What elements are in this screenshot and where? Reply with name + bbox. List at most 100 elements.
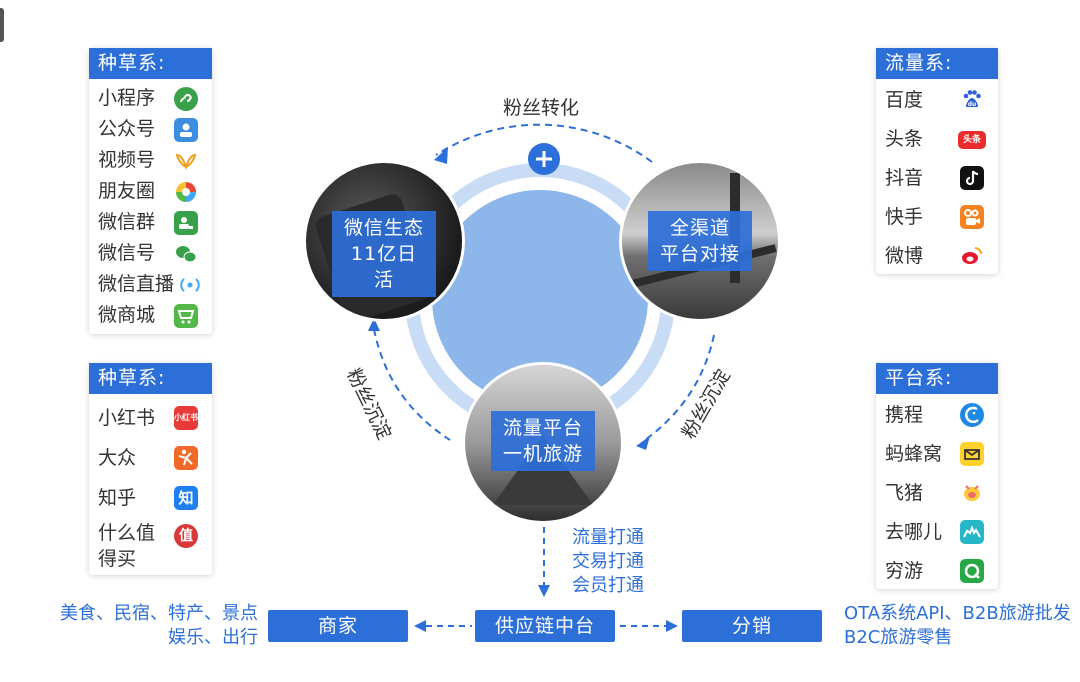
list-item-douyin[interactable]: 抖音 <box>876 159 998 198</box>
channels-label-line1: 全渠道 <box>669 217 730 239</box>
platform-label-line2: 一机旅游 <box>502 443 583 465</box>
list-item-xiaohongshu[interactable]: 小红书 小红书 <box>89 398 212 438</box>
item-label: 小红书 <box>98 407 156 429</box>
item-label: 穷游 <box>885 560 924 582</box>
left-dashed-arrow <box>414 620 472 632</box>
weibo-icon <box>960 244 984 268</box>
item-label: 携程 <box>885 404 924 426</box>
store-cart-icon <box>174 304 198 328</box>
right-dashed-arrow <box>620 620 678 632</box>
list-item-smzdm[interactable]: 什么值得买 值 <box>89 518 212 578</box>
item-label: 抖音 <box>885 167 924 189</box>
item-label: 公众号 <box>98 118 156 140</box>
window-edge-marker <box>0 8 4 42</box>
list-item-fliggy[interactable]: 飞猪 <box>876 474 998 513</box>
wechat-label-line1: 微信生态 <box>343 217 424 239</box>
platform-label: 流量平台 一机旅游 <box>491 411 595 471</box>
list-item-channels[interactable]: 视频号 <box>89 145 212 176</box>
baidu-paw-icon: du <box>960 88 984 112</box>
item-label: 什么值得买 <box>98 522 156 570</box>
merchant-categories: 美食、民宿、特产、景点 娱乐、出行 <box>22 602 258 650</box>
platform-label-line1: 流量平台 <box>502 417 583 439</box>
panel-title: 平台系: <box>876 363 998 394</box>
list-item-zhihu[interactable]: 知乎 知 <box>89 478 212 518</box>
channels-photo-circle[interactable]: 全渠道 平台对接 <box>622 163 778 319</box>
dianping-icon <box>174 446 198 470</box>
left-dashed-arc <box>373 328 451 441</box>
top-dashed-arc <box>435 123 653 163</box>
wechat-label: 微信生态 11亿日活 <box>332 211 436 297</box>
list-item-wechat-group[interactable]: 微信群 <box>89 207 212 238</box>
list-item-ctrip[interactable]: 携程 <box>876 396 998 435</box>
official-account-icon <box>174 118 198 142</box>
item-label: 知乎 <box>98 487 137 509</box>
distribution-box[interactable]: 分销 <box>682 610 822 642</box>
item-label: 飞猪 <box>885 482 924 504</box>
merchant-box[interactable]: 商家 <box>268 610 408 642</box>
wechat-group-icon <box>174 211 198 235</box>
list-item-mafengwo[interactable]: 蚂蜂窝 <box>876 435 998 474</box>
distribution-channels: OTA系统API、B2B旅游批发 B2C旅游零售 <box>844 602 1080 650</box>
moments-aperture-icon <box>174 180 198 204</box>
toutiao-icon: 头条 <box>958 131 986 149</box>
list-item-wechat-id[interactable]: 微信号 <box>89 238 212 269</box>
platform-photo-circle[interactable]: 流量平台 一机旅游 <box>465 365 621 521</box>
panel-title: 种草系: <box>89 48 212 79</box>
list-item-moments[interactable]: 朋友圈 <box>89 176 212 207</box>
channels-label-line2: 平台对接 <box>659 243 740 265</box>
list-item-qyer[interactable]: 穷游 <box>876 552 998 591</box>
list-item-baidu[interactable]: 百度 du <box>876 81 998 120</box>
supply-chain-box[interactable]: 供应链中台 <box>475 610 615 642</box>
list-item-kuaishou[interactable]: 快手 <box>876 198 998 237</box>
item-label: 微信群 <box>98 211 156 233</box>
wechat-icon <box>174 242 198 266</box>
panel-title: 种草系: <box>89 363 212 394</box>
wechat-label-line2: 11亿日活 <box>350 243 418 291</box>
xiaohongshu-icon: 小红书 <box>174 406 198 430</box>
list-item-wechat-live[interactable]: 微信直播 <box>89 269 212 300</box>
list-item-miniprogram[interactable]: 小程序 <box>89 83 212 114</box>
item-label: 快手 <box>885 206 924 228</box>
item-label: 去哪儿 <box>885 521 943 543</box>
item-label: 微信直播 <box>98 273 175 295</box>
item-label: 头条 <box>885 128 924 150</box>
item-label: 微商城 <box>98 304 156 326</box>
panel-title: 流量系: <box>876 48 998 79</box>
item-label: 微信号 <box>98 242 156 264</box>
svg-text:du: du <box>968 101 977 108</box>
live-broadcast-icon <box>178 273 202 297</box>
item-label: 蚂蜂窝 <box>885 443 943 465</box>
item-label: 百度 <box>885 89 924 111</box>
channels-butterfly-icon <box>174 149 198 173</box>
merchant-categories-line1: 美食、民宿、特产、景点 <box>60 603 258 624</box>
flow-line-transaction: 交易打通 <box>572 551 644 572</box>
smzdm-icon: 值 <box>174 524 198 548</box>
wechat-photo-circle[interactable]: 微信生态 11亿日活 <box>306 163 462 319</box>
panel-community-seeding: 种草系: 小红书 小红书 大众 知乎 知 什么值得买 值 <box>89 363 212 575</box>
flow-lines: 流量打通 交易打通 会员打通 <box>572 526 644 598</box>
item-label: 小程序 <box>98 87 156 109</box>
panel-wechat-seeding: 种草系: 小程序 公众号 视频号 朋友圈 微信群 <box>89 48 212 334</box>
douyin-note-icon <box>960 166 984 190</box>
distribution-channels-line1: OTA系统API、B2B旅游批发 <box>844 603 1071 624</box>
item-label: 视频号 <box>98 149 156 171</box>
right-dashed-arc <box>644 334 715 441</box>
list-item-weibo[interactable]: 微博 <box>876 237 998 276</box>
panel-traffic: 流量系: 百度 du 头条 头条 抖音 快手 微博 <box>876 48 998 274</box>
distribution-channels-line2: B2C旅游零售 <box>844 627 953 648</box>
plus-glyph <box>536 151 552 167</box>
item-label: 微博 <box>885 245 924 267</box>
list-item-toutiao[interactable]: 头条 头条 <box>876 120 998 159</box>
qunar-camel-icon <box>960 520 984 544</box>
list-item-wechat-store[interactable]: 微商城 <box>89 300 212 331</box>
flow-line-traffic: 流量打通 <box>572 527 644 548</box>
flow-line-member: 会员打通 <box>572 575 644 596</box>
list-item-dianping[interactable]: 大众 <box>89 438 212 478</box>
list-item-official-account[interactable]: 公众号 <box>89 114 212 145</box>
item-label: 朋友圈 <box>98 180 156 202</box>
right-arrowhead <box>636 436 650 450</box>
zhihu-icon: 知 <box>174 486 198 510</box>
ctrip-dolphin-icon <box>960 403 984 427</box>
list-item-qunar[interactable]: 去哪儿 <box>876 513 998 552</box>
merchant-categories-line2: 娱乐、出行 <box>168 627 258 648</box>
